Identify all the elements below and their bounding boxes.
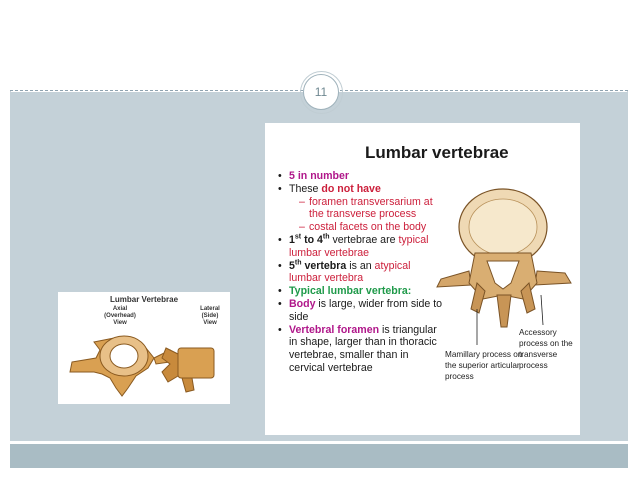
bullet-atypical-emphasis: atypical lumbar vertebra bbox=[289, 259, 411, 285]
bullet-body: Body is large, wider from side to side bbox=[275, 298, 445, 324]
bullet-atypical-sup: th bbox=[294, 259, 302, 267]
bullet-foramen-emphasis: Vertebral foramen bbox=[289, 323, 380, 336]
vertebrae-small-illustration bbox=[69, 335, 215, 397]
bullet-count-text: 5 in number bbox=[289, 170, 350, 182]
bullet-atypical: 5th vertebra is an atypical lumbar verte… bbox=[275, 259, 445, 286]
sub-bullet-foramen: foramen transversarium at the transverse… bbox=[275, 196, 445, 222]
page-number: 11 bbox=[314, 85, 328, 99]
bullet-body-rest: is large, wider from side to side bbox=[289, 297, 443, 323]
page-number-badge: 11 bbox=[300, 71, 343, 114]
bullet-atypical-word: vertebra bbox=[301, 259, 347, 272]
bullet-vertebral-foramen: Vertebral foramen is triangular in shape… bbox=[275, 324, 445, 375]
small-figure-title: Lumbar Vertebrae bbox=[109, 295, 179, 304]
mamillary-process-label: Mamillary process on the superior articu… bbox=[445, 350, 523, 381]
accessory-process-label: Accessory process on the transverse proc… bbox=[519, 328, 573, 370]
lateral-view-caption: Lateral (Side) View bbox=[200, 306, 220, 326]
bullet-typical-heading-text: Typical lumbar vertebra: bbox=[289, 285, 412, 298]
bullet-do-not-have-emphasis: do not have bbox=[321, 182, 381, 195]
bullet-typical-emphasis: typical lumbar vertebrae bbox=[289, 233, 429, 259]
bullet-typical-to: to 4 bbox=[301, 233, 323, 246]
bullet-do-not-have-prefix: These bbox=[289, 182, 322, 195]
sub-bullet-costal-facets: costal facets on the body bbox=[275, 221, 445, 234]
lumbar-vertebra-illustration bbox=[436, 188, 572, 345]
axial-vertebra-drawing bbox=[69, 335, 171, 397]
bullet-typical-sup-first: st bbox=[294, 233, 302, 241]
lumbar-vertebrae-small-figure: Lumbar Vertebrae Axial (Overhead) View L… bbox=[58, 292, 230, 404]
footer-stripe bbox=[10, 441, 628, 444]
axial-view-caption: Axial (Overhead) View bbox=[104, 306, 136, 326]
bullet-count: 5 in number bbox=[275, 170, 445, 183]
lateral-vertebra-drawing bbox=[161, 347, 215, 393]
bullet-typical-number-first: 1 bbox=[289, 233, 295, 246]
bullet-do-not-have: These do not have bbox=[275, 183, 445, 196]
bullet-atypical-mid: is an bbox=[346, 259, 375, 272]
vertebra-drawing bbox=[436, 188, 572, 345]
bullet-body-emphasis: Body bbox=[289, 297, 316, 310]
footer-bar bbox=[10, 444, 628, 468]
bullet-list: 5 in number These do not have foramen tr… bbox=[275, 170, 445, 375]
bullet-typical-sup-second: th bbox=[322, 233, 330, 241]
bullet-typical-range: 1st to 4th vertebrae are typical lumbar … bbox=[275, 233, 445, 260]
bullet-typical-mid: vertebrae are bbox=[329, 233, 399, 246]
main-figure-title: Lumbar vertebrae bbox=[365, 143, 509, 162]
bullet-foramen-rest: is triangular in shape, larger than in t… bbox=[289, 323, 437, 374]
lumbar-vertebrae-main-figure: Lumbar vertebrae 5 in number These do no… bbox=[265, 123, 580, 435]
bullet-typical-heading: Typical lumbar vertebra: bbox=[275, 285, 445, 298]
bullet-atypical-number: 5 bbox=[289, 259, 295, 272]
